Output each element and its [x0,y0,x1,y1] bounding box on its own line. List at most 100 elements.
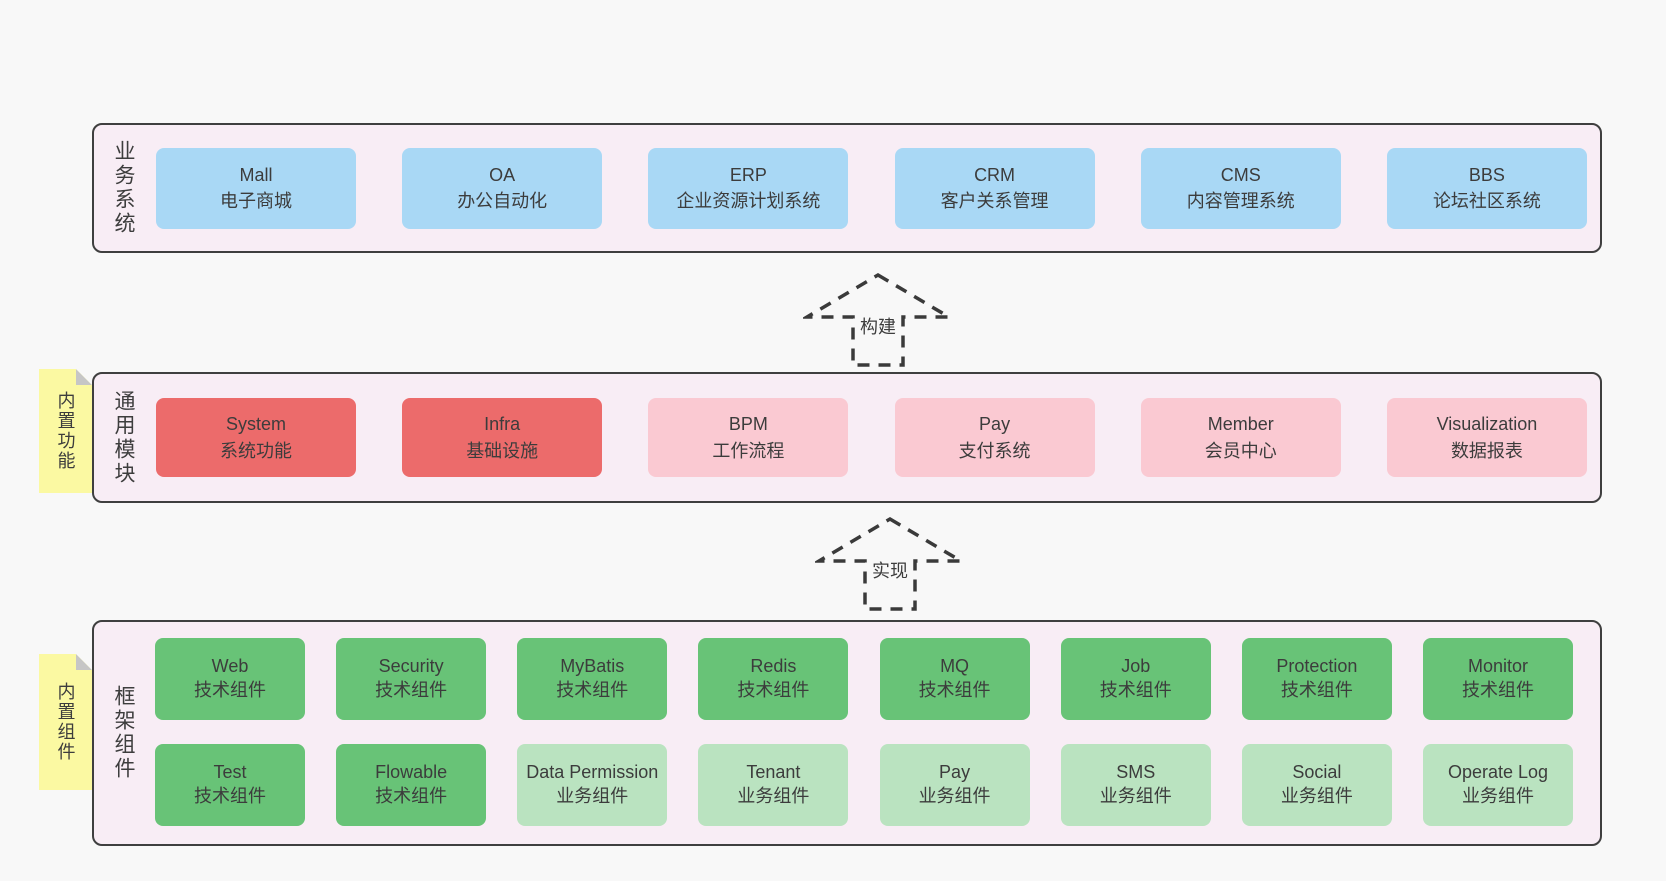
box-system: System 系统功能 [156,398,356,477]
box-subtitle: 技术组件 [194,786,266,806]
box-oa: OA 办公自动化 [402,147,603,229]
box-web: Web 技术组件 [155,638,305,720]
box-title: Infra [484,414,521,435]
box-title: Web [211,656,249,677]
box-subtitle: 基础设施 [466,440,539,461]
business-panel-label: 业务系统 [112,140,135,236]
box-subtitle: 办公自动化 [457,191,548,211]
box-subtitle: 业务组件 [737,786,810,806]
build-arrow: 构建 [803,272,953,368]
box-title: BPM [728,414,768,435]
box-member: Member 会员中心 [1140,398,1341,477]
box-social: Social 业务组件 [1241,744,1392,826]
box-title: System [225,414,286,435]
framework-panel-label: 框架组件 [112,685,135,781]
box-title: Redis [750,656,797,677]
implement-arrow-label: 实现 [869,555,911,584]
box-sms: SMS 业务组件 [1060,744,1211,826]
modules-boxes-row: System 系统功能 Infra 基础设施 BPM 工作流程 Pay 支付系统… [156,374,1587,501]
box-subtitle: 电子商城 [220,191,292,211]
box-subtitle: 业务组件 [1461,786,1534,806]
box-title: SMS [1116,762,1156,783]
modules-panel-label: 通用模块 [112,389,135,486]
box-visualization: Visualization 数据报表 [1386,398,1587,477]
box-subtitle: 支付系统 [958,440,1031,461]
box-title: Tenant [746,762,801,783]
box-bbs: BBS 论坛社区系统 [1386,147,1587,229]
common-modules-panel: 通用模块 System 系统功能 Infra 基础设施 BPM 工作流程 Pay… [92,372,1602,503]
sticky-label: 内置组件 [55,682,76,762]
box-pay: Pay 支付系统 [894,398,1095,477]
box-redis: Redis 技术组件 [698,638,849,720]
box-crm: CRM 客户关系管理 [894,147,1095,229]
box-title: Protection [1276,656,1358,677]
built-in-functions-sticky: 内置功能 [39,369,92,493]
box-title: OA [489,164,516,185]
box-tenant: Tenant 业务组件 [698,744,849,826]
box-title: MQ [940,656,970,677]
box-mall: Mall 电子商城 [156,147,356,229]
box-title: BBS [1468,164,1505,185]
box-title: CRM [974,164,1016,185]
box-title: Security [378,656,444,677]
framework-components-panel: 框架组件 Web 技术组件 Security 技术组件 MyBatis 技术组件… [92,620,1602,846]
box-title: Visualization [1436,414,1538,435]
implement-arrow: 实现 [815,516,965,612]
box-bpm: BPM 工作流程 [648,398,849,477]
box-title: Test [213,762,247,783]
box-title: Pay [939,762,971,783]
box-operate-log: Operate Log 业务组件 [1422,744,1573,826]
box-subtitle: 企业资源计划系统 [676,191,821,211]
box-subtitle: 论坛社区系统 [1432,191,1541,211]
box-test: Test 技术组件 [155,744,305,826]
box-subtitle: 技术组件 [1461,680,1534,700]
up-arrow-icon [815,516,965,611]
box-infra: Infra 基础设施 [402,398,603,477]
up-arrow-icon [803,272,953,367]
box-erp: ERP 企业资源计划系统 [648,147,849,229]
box-subtitle: 客户关系管理 [940,191,1049,211]
box-pay-component: Pay 业务组件 [879,744,1030,826]
built-in-components-sticky: 内置组件 [39,654,92,790]
box-cms: CMS 内容管理系统 [1140,147,1341,229]
box-subtitle: 技术组件 [1280,680,1353,700]
box-title: Job [1121,656,1151,677]
box-subtitle: 系统功能 [220,440,292,461]
box-subtitle: 业务组件 [1099,786,1172,806]
box-security: Security 技术组件 [336,638,487,720]
box-subtitle: 技术组件 [375,786,448,806]
box-subtitle: 技术组件 [737,680,810,700]
box-title: Operate Log [1447,762,1549,783]
box-subtitle: 业务组件 [1280,786,1353,806]
framework-boxes-grid: Web 技术组件 Security 技术组件 MyBatis 技术组件 Redi… [155,638,1573,826]
box-data-permission: Data Permission 业务组件 [517,744,668,826]
box-subtitle: 工作流程 [712,440,785,461]
box-flowable: Flowable 技术组件 [336,744,487,826]
box-subtitle: 技术组件 [556,680,629,700]
box-monitor: Monitor 技术组件 [1422,638,1573,720]
framework-row-2: Test 技术组件 Flowable 技术组件 Data Permission … [155,744,1573,826]
box-title: MyBatis [560,656,625,677]
framework-row-1: Web 技术组件 Security 技术组件 MyBatis 技术组件 Redi… [155,638,1573,720]
box-subtitle: 技术组件 [1099,680,1172,700]
business-systems-panel: 业务系统 Mall 电子商城 OA 办公自动化 ERP 企业资源计划系统 CRM… [92,123,1602,253]
box-protection: Protection 技术组件 [1241,638,1392,720]
build-arrow-label: 构建 [857,311,899,340]
box-title: Member [1207,414,1274,435]
box-mybatis: MyBatis 技术组件 [517,638,668,720]
box-subtitle: 技术组件 [375,680,448,700]
box-title: ERP [729,164,767,185]
box-title: Pay [979,414,1011,435]
box-job: Job 技术组件 [1060,638,1211,720]
box-title: Social [1292,762,1342,783]
box-subtitle: 内容管理系统 [1186,191,1295,211]
sticky-label: 内置功能 [55,391,76,471]
box-subtitle: 业务组件 [556,786,629,806]
box-title: Data Permission [526,762,659,783]
box-title: CMS [1220,164,1261,185]
box-title: Monitor [1467,656,1528,677]
box-subtitle: 业务组件 [918,786,991,806]
box-subtitle: 技术组件 [194,680,266,700]
box-title: Flowable [375,762,448,783]
